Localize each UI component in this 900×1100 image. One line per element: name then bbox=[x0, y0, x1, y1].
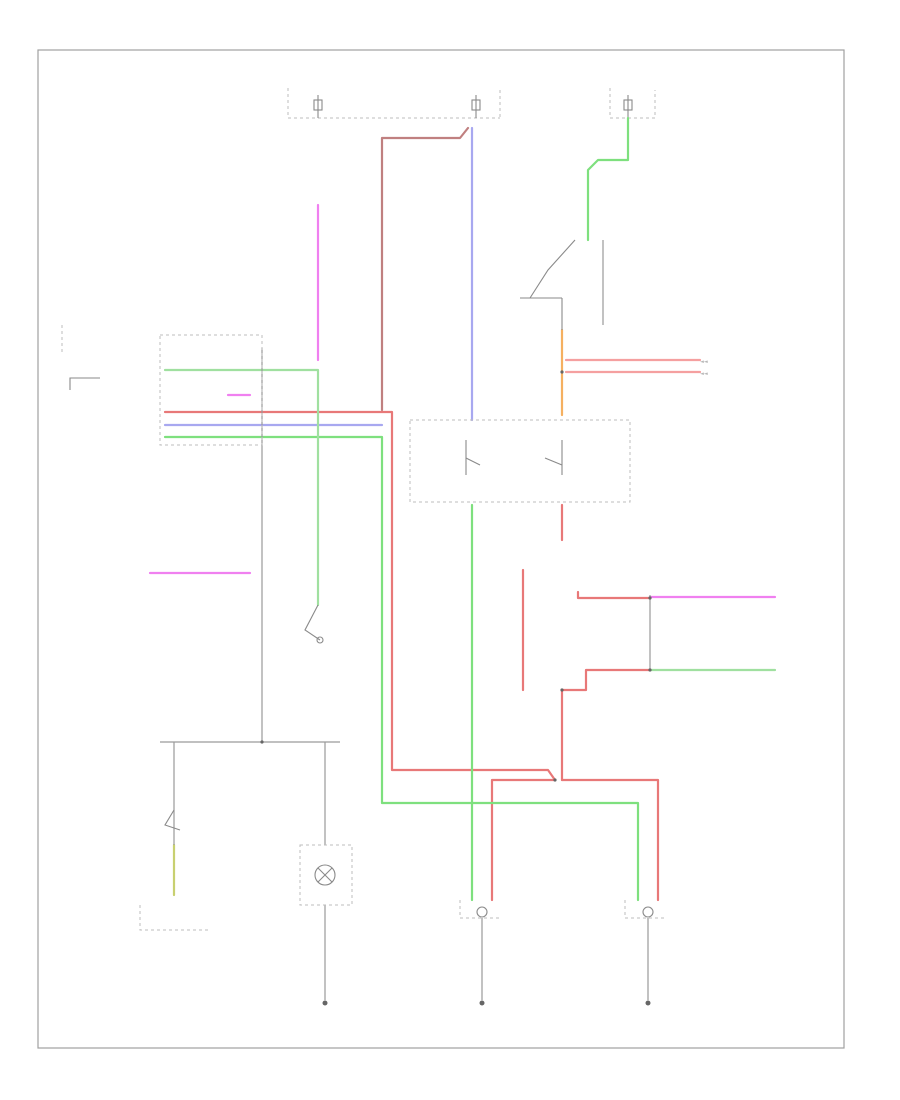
lower-left-component bbox=[139, 809, 210, 931]
lamp-assembly bbox=[299, 844, 353, 906]
diagram-frame bbox=[37, 49, 845, 1049]
wire-blue bbox=[163, 126, 474, 427]
junction-nodes bbox=[260, 370, 652, 782]
left-module bbox=[61, 325, 263, 446]
wire-pink bbox=[148, 203, 777, 599]
ground-points bbox=[322, 1000, 651, 1006]
switch-module bbox=[409, 419, 631, 503]
wire-green bbox=[163, 116, 777, 902]
headlight-right bbox=[624, 900, 665, 1000]
connector-arrows: ◄◄ ◄◄ bbox=[700, 359, 708, 377]
wire-red bbox=[163, 126, 702, 902]
headlight-left bbox=[459, 900, 500, 1000]
fuse-block-top bbox=[287, 88, 656, 119]
pressure-switch bbox=[304, 604, 324, 644]
svg-text:◄◄: ◄◄ bbox=[700, 371, 708, 377]
switch-top bbox=[520, 239, 576, 330]
svg-text:◄◄: ◄◄ bbox=[700, 359, 708, 365]
wire-grey bbox=[160, 240, 651, 1000]
